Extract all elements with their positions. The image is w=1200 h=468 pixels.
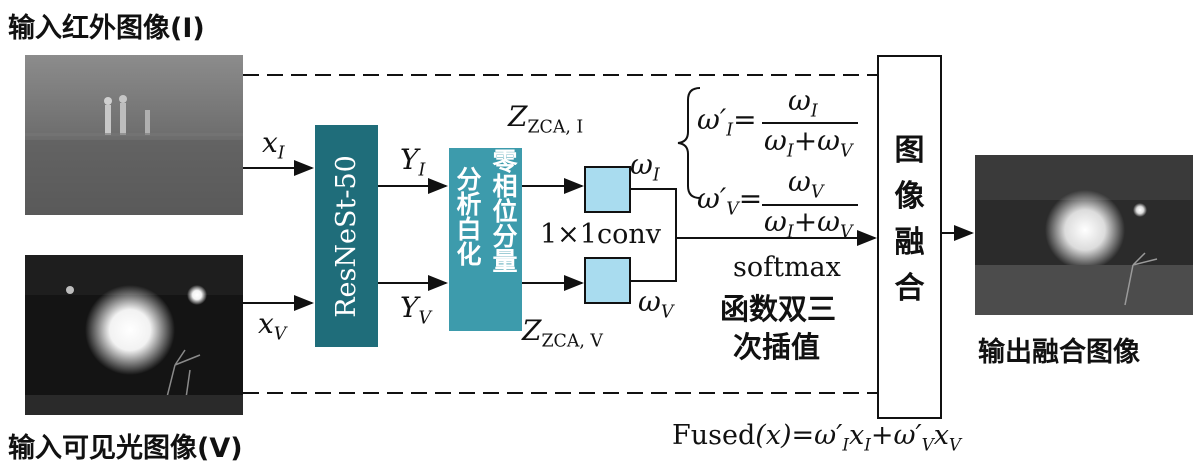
fusion-char-1: 图 [894,133,925,168]
resnest-label: ResNeSt-50 [331,154,362,318]
eq-w-i-num: ωI [788,84,818,122]
label-x-i: xI [262,126,285,164]
omega-v-connector [630,238,677,282]
visible-input-caption: 输入可见光图像(V) [8,433,243,464]
fused-output-caption: 输出融合图像 [978,337,1140,368]
conv-label: 1×1conv [540,219,661,250]
eq-w-v-den: ωI+ωV [764,205,853,243]
zca-label: 分析白化 零相位分量 [449,148,522,331]
label-z-zca-v: ZZCA, V [522,314,603,352]
label-y-v: YV [400,291,432,329]
eq-w-v-lhs: ω′V= [697,182,763,220]
fusion-char-3: 融 [894,225,925,260]
omega-i-connector [630,188,677,238]
zca-block [449,148,522,331]
visible-image [25,255,243,415]
softmax-line2: 函数双三 [720,292,837,326]
label-y-i: YI [400,143,426,181]
label-omega-i: ωI [630,148,660,186]
infrared-input-caption: 输入红外图像(I) [8,13,205,44]
label-x-v: xV [258,307,287,345]
equation-brace [677,87,701,199]
fused-formula: Fused(x)=ω′IxI+ω′VxV [672,420,962,455]
softmax-line3: 次插值 [733,330,821,364]
eq-w-i-lhs: ω′I= [697,103,757,141]
fused-output-image [975,155,1193,315]
softmax-label: softmax [733,252,841,283]
fusion-block [877,55,942,419]
conv-box-i [584,166,631,213]
fusion-char-2: 像 [894,179,925,214]
infrared-image [25,55,243,215]
zca-label-col2: 零相位分量 [489,148,518,273]
fusion-label: 图 像 融 合 [878,128,941,312]
conv-box-v [584,257,631,304]
zca-label-col1: 分析白化 [453,166,482,266]
eq-w-v-num: ωV [788,165,824,203]
eq-w-i-den: ωI+ωV [764,124,853,162]
label-z-zca-i: ZZCA, I [508,100,584,138]
label-omega-v: ωV [638,285,674,323]
resnest-block [315,125,378,347]
fusion-char-4: 合 [894,271,925,306]
